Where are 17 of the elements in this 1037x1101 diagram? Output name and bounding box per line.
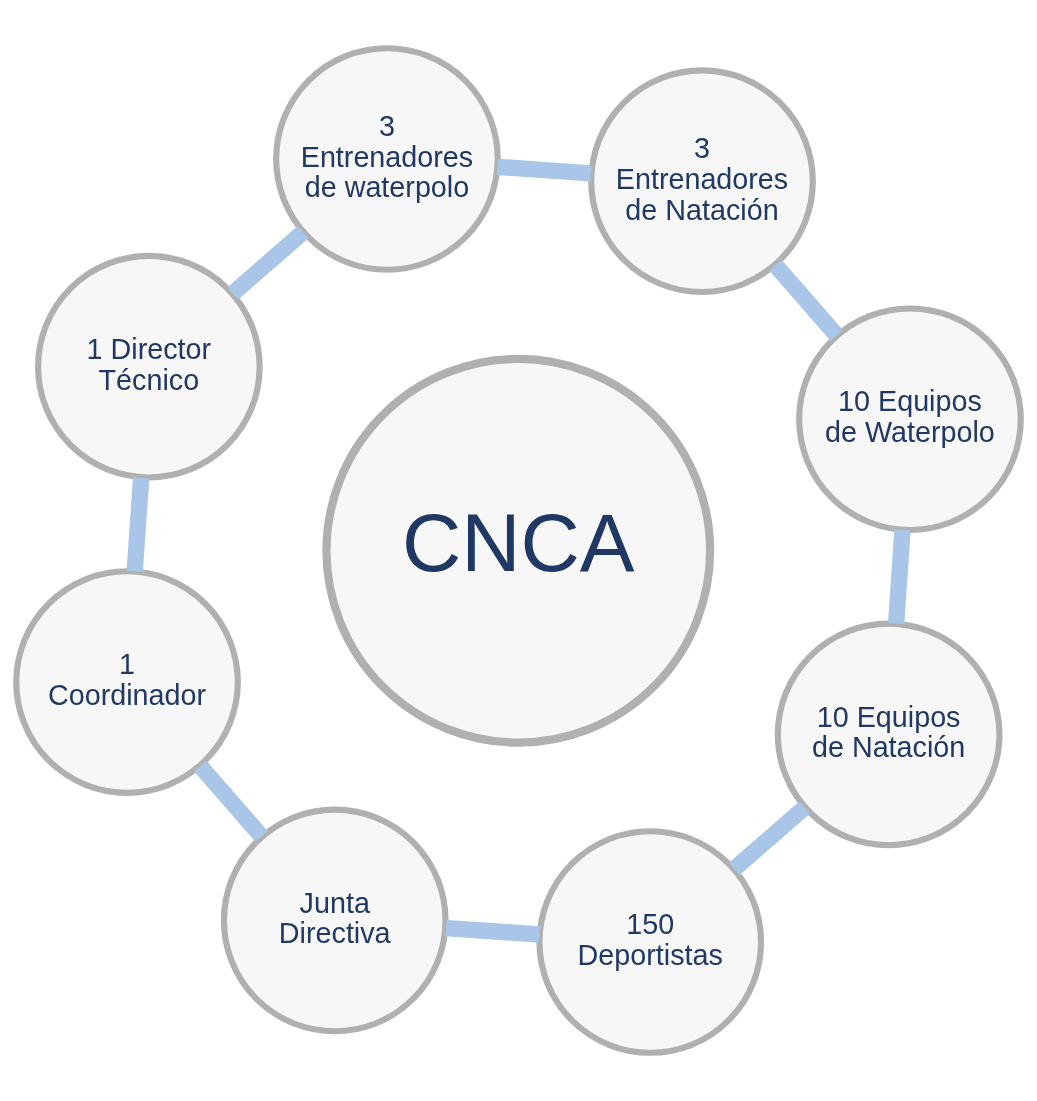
node-circle: 10 Equipos de Waterpolo bbox=[796, 305, 1024, 534]
node-circle: 3 Entrenadores de waterpolo bbox=[273, 45, 501, 273]
node-circle: CNCA bbox=[322, 354, 715, 747]
node-circle: 3 Entrenadores de Natación bbox=[588, 67, 816, 296]
connector bbox=[496, 158, 592, 182]
connector bbox=[887, 529, 911, 624]
connector bbox=[126, 477, 150, 572]
node-circle: Junta Directiva bbox=[220, 806, 449, 1035]
connector bbox=[227, 226, 309, 300]
connector bbox=[769, 259, 843, 341]
connector bbox=[194, 760, 268, 842]
node-circle: 1 Director Técnico bbox=[35, 252, 263, 481]
connector bbox=[445, 919, 541, 943]
connector bbox=[728, 801, 810, 876]
node-circle: 10 Equipos de Natación bbox=[774, 620, 1003, 849]
node-circle: 1 Coordinador bbox=[13, 568, 241, 796]
node-circle: 150 Deportistas bbox=[536, 828, 765, 1056]
